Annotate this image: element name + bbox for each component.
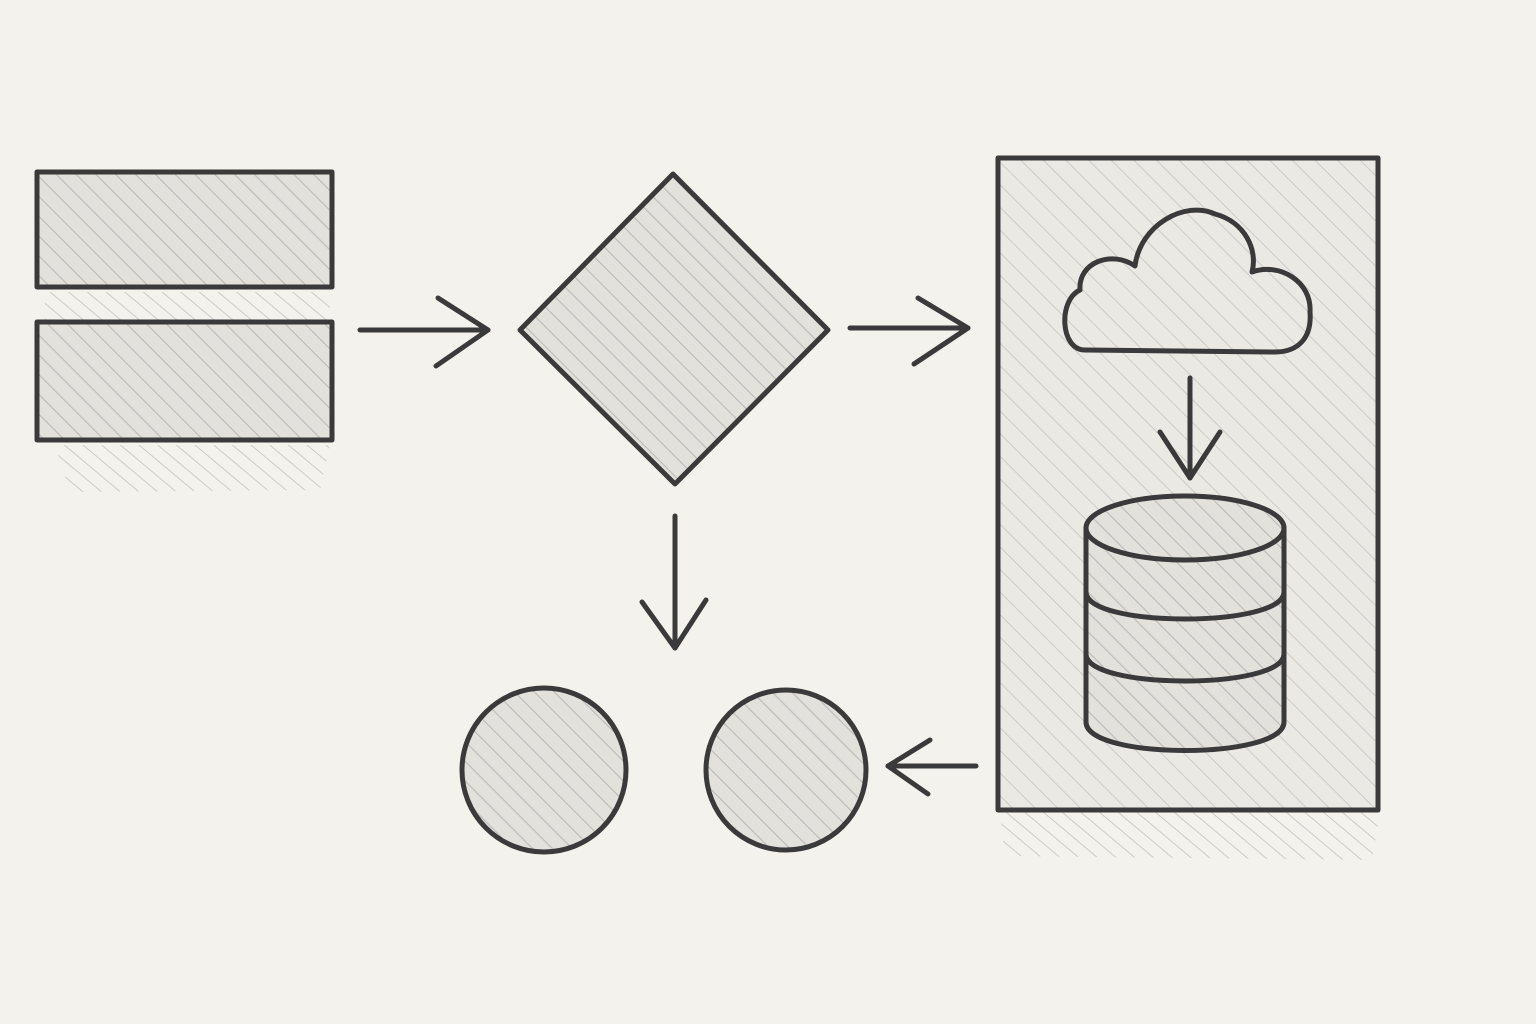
arrow-decision-to-circles (639, 513, 709, 651)
circle-right (703, 687, 869, 853)
stack-shadow (55, 445, 330, 492)
arrow-decision-to-container (847, 295, 971, 367)
stack-gap-shadow (45, 292, 330, 320)
arrow-stack-to-decision (357, 295, 491, 369)
arrow-container-to-circle (885, 737, 979, 797)
arrow-cloud-to-database (1157, 375, 1223, 481)
decision-diamond (517, 171, 831, 487)
cloud-icon (1062, 207, 1313, 355)
stack-top-box (34, 169, 335, 290)
container-shadow (1000, 812, 1380, 860)
stack-bottom-box (34, 319, 335, 443)
circle-left (459, 685, 629, 855)
database-icon (1083, 493, 1287, 753)
